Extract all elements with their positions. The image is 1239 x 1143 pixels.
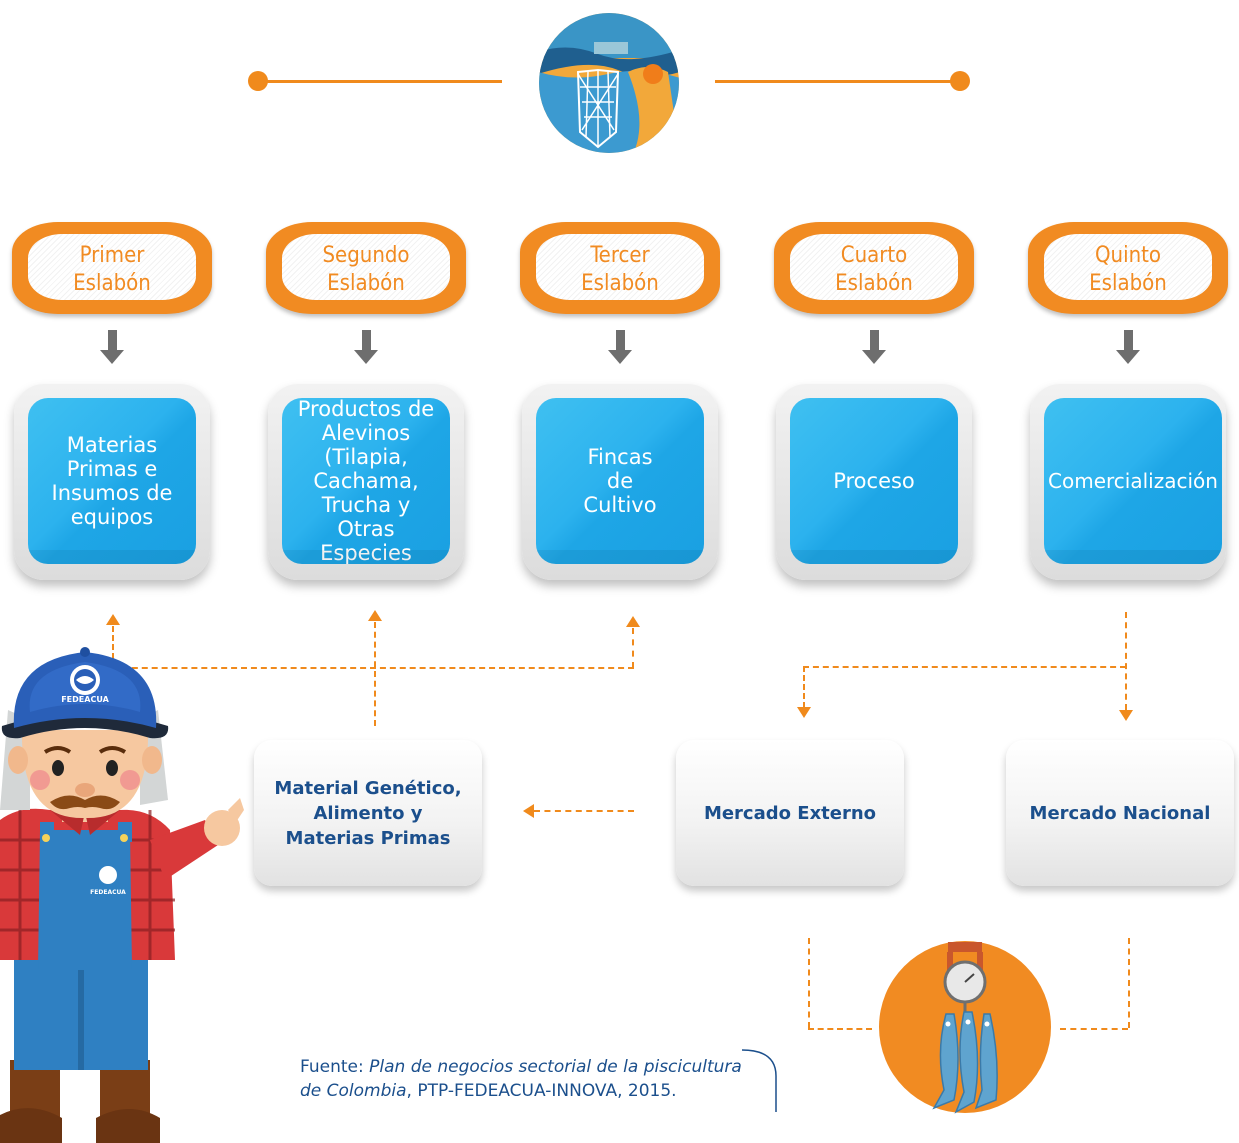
inputs-box: Material Genético, Alimento y Materias P… (254, 740, 482, 886)
link-title-5-line2: Eslabón (1089, 271, 1167, 296)
link-title-1-line2: Eslabón (73, 271, 151, 296)
link-title-4-line2: Eslabón (835, 271, 913, 296)
down-orange-arrow-icon (1119, 710, 1133, 721)
link-title-3-line2: Eslabón (581, 271, 659, 296)
link-card-5-text: Comercialización (1048, 469, 1218, 493)
scale-fish-icon (879, 941, 1051, 1114)
dashed-line (374, 622, 376, 726)
dashed-line (1128, 938, 1130, 1028)
dashed-line (112, 626, 114, 668)
left-arrow-icon (523, 804, 534, 818)
link-card-3: Fincas de Cultivo (522, 384, 718, 580)
bib-logo: FEDEACUA (90, 866, 126, 896)
source-note: Fuente: Plan de negocios sectorial de la… (300, 1055, 765, 1103)
link-title-1-line1: Primer (79, 243, 145, 268)
link-card-2-text: Productos de Alevinos (Tilapia, Cachama,… (297, 398, 435, 564)
link-card-1-text: Materias Primas e Insumos de equipos (51, 433, 173, 529)
top-right-dot (950, 71, 970, 91)
dashed-line (803, 666, 805, 708)
top-right-line (715, 80, 960, 83)
dashed-line (112, 667, 634, 669)
link-title-5-line1: Quinto (1094, 243, 1162, 268)
dashed-line (1060, 1028, 1128, 1030)
down-orange-arrow-icon (797, 707, 811, 718)
source-prefix: Fuente: (300, 1057, 370, 1077)
link-title-2-line1: Segundo (322, 243, 410, 268)
external-market-text: Mercado Externo (703, 802, 877, 824)
up-arrow-icon (106, 614, 120, 625)
link-card-5: Comercialización (1030, 384, 1226, 580)
source-bracket (741, 1049, 777, 1112)
fisherman-character: FEDEACUA FEDEACUA (0, 647, 244, 1143)
link-title-3-line1: Tercer (590, 243, 650, 268)
dashed-line (808, 938, 810, 1028)
link-card-1: Materias Primas e Insumos de equipos (14, 384, 210, 580)
inputs-box-text: Material Genético, Alimento y Materias P… (274, 777, 462, 849)
dashed-line (803, 666, 1126, 668)
dashed-line (632, 628, 634, 668)
top-left-line (258, 80, 502, 83)
link-title-4-line1: Cuarto (840, 243, 908, 268)
link-title-2-line2: Eslabón (327, 271, 405, 296)
up-arrow-icon (368, 610, 382, 621)
external-market-box: Mercado Externo (676, 740, 904, 886)
dashed-line (1125, 612, 1127, 710)
link-card-2: Productos de Alevinos (Tilapia, Cachama,… (268, 384, 464, 580)
source-title: Plan de negocios sectorial de la piscicu… (300, 1057, 742, 1101)
cap-logo: FEDEACUA (61, 665, 110, 704)
link-card-3-text: Fincas de Cultivo (583, 445, 657, 517)
fishing-net-icon (539, 13, 679, 153)
dashed-line (808, 1028, 872, 1030)
up-arrow-icon (626, 616, 640, 627)
source-suffix: , PTP-FEDEACUA-INNOVA, 2015. (406, 1081, 677, 1101)
dashed-line (534, 810, 634, 812)
cap-logo-text: FEDEACUA (61, 695, 109, 704)
link-card-4-text: Proceso (833, 469, 915, 493)
national-market-text: Mercado Nacional (1029, 802, 1211, 824)
bib-logo-text: FEDEACUA (90, 889, 126, 896)
link-card-4: Proceso (776, 384, 972, 580)
national-market-box: Mercado Nacional (1006, 740, 1234, 886)
